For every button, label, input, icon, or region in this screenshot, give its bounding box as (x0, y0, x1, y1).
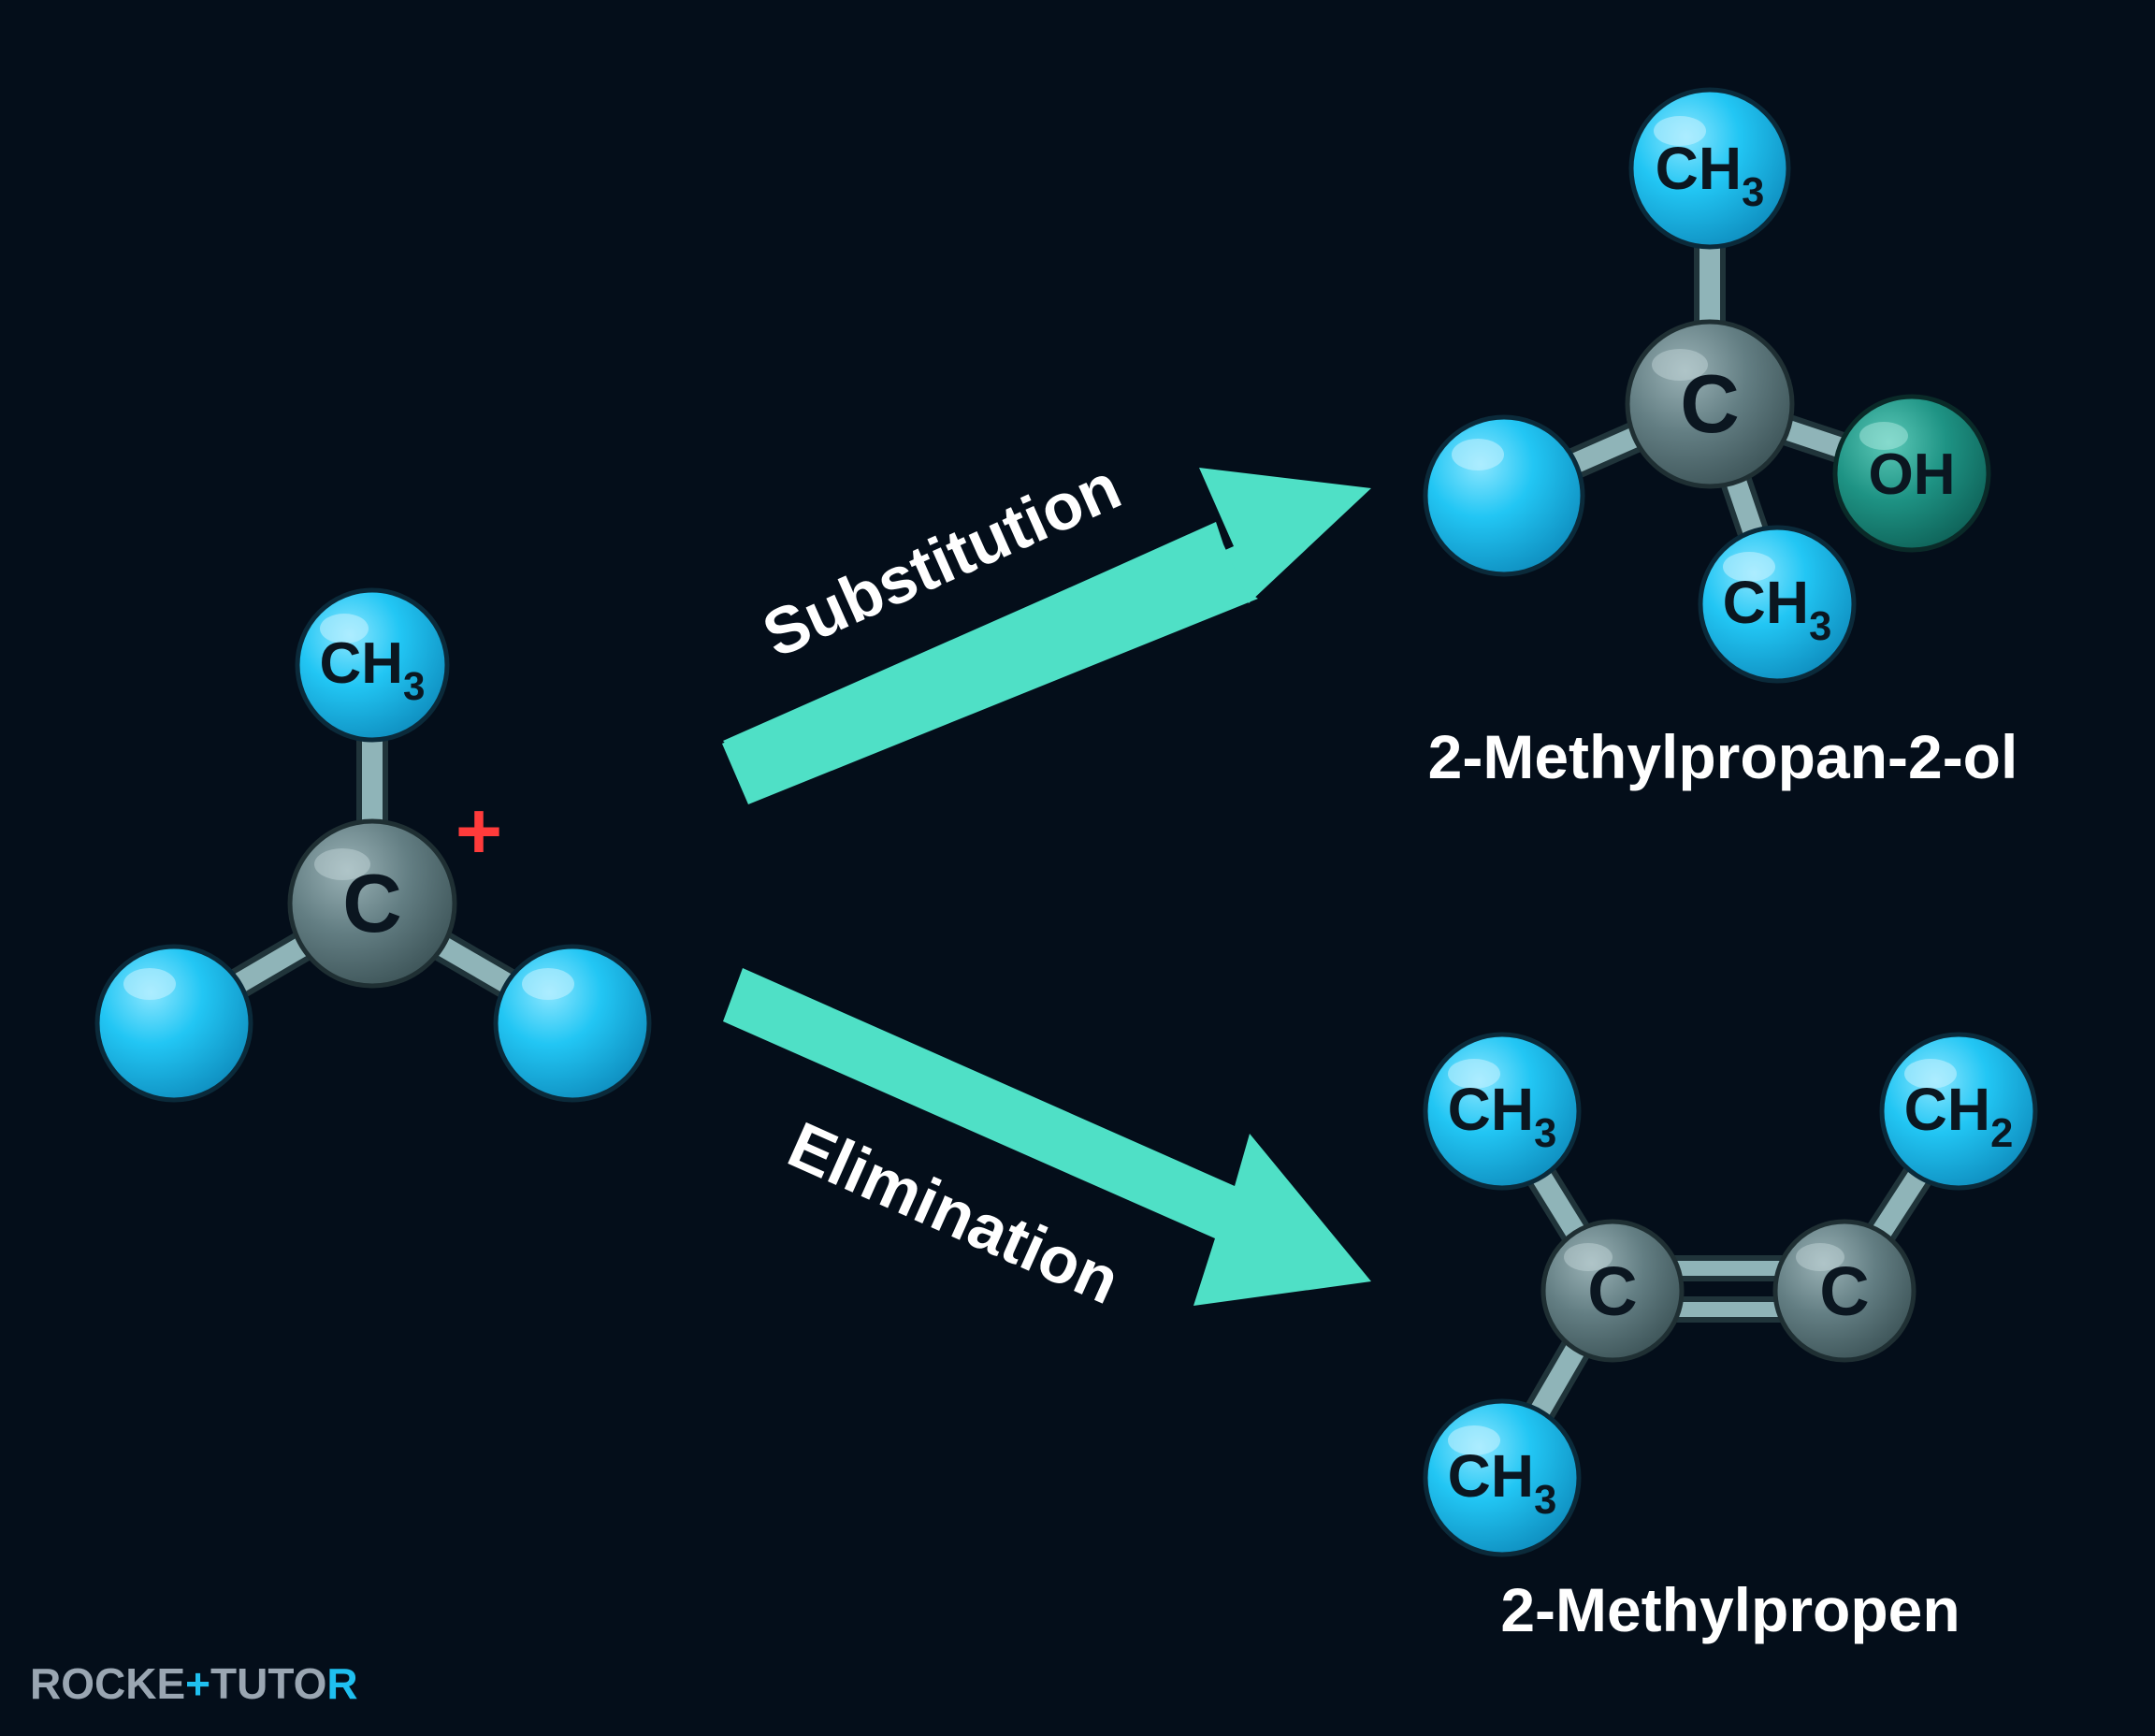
substitution-arrow (722, 468, 1371, 804)
methyl-label: CH (1448, 1076, 1534, 1143)
reactant-left-methyl (94, 944, 253, 1103)
svg-text:CH2: CH2 (1904, 1076, 2014, 1156)
elimination-arrow (723, 968, 1371, 1306)
methylene-label: CH (1904, 1076, 1990, 1143)
alkene-bottom-left-methyl: CH3 (1423, 1398, 1582, 1557)
rockettutor-logo: ROCKE+TUTOR (30, 1659, 358, 1708)
logo-text: ROCKE+TUTOR (30, 1659, 358, 1708)
carbon-label: C (1819, 1252, 1869, 1330)
alkene-top-left-methyl: CH3 (1423, 1032, 1582, 1191)
reactant-central-carbon: C (287, 818, 457, 989)
reactant-molecule: CH3 C + (94, 587, 652, 1103)
methylene-subscript: 2 (1990, 1111, 2013, 1156)
carbon-label: C (1587, 1252, 1637, 1330)
reactant-right-methyl (493, 944, 652, 1103)
alcohol-hydroxyl: OH (1832, 394, 1991, 553)
svg-text:CH3: CH3 (1448, 1442, 1557, 1523)
methyl-label: CH (1656, 135, 1742, 202)
alcohol-top-methyl: CH3 (1628, 87, 1791, 250)
carbon-label: C (1680, 357, 1740, 450)
svg-text:CH3: CH3 (1723, 569, 1832, 649)
methyl-label: CH (319, 631, 403, 696)
methyl-label: CH (1448, 1442, 1534, 1510)
alkene-top-right-methylene: CH2 (1879, 1032, 2038, 1191)
methyl-subscript: 3 (1809, 604, 1831, 649)
alkene-left-carbon: C (1540, 1219, 1685, 1363)
svg-text:CH3: CH3 (319, 631, 425, 708)
alkene-product-name: 2-Methylpropen (1500, 1575, 1960, 1644)
svg-text:CH3: CH3 (1656, 135, 1765, 215)
svg-text:CH3: CH3 (1448, 1076, 1557, 1156)
alkene-right-carbon: C (1772, 1219, 1916, 1363)
alcohol-product-name: 2-Methylpropan-2-ol (1428, 722, 2018, 791)
alkene-molecule: CH3 CH3 CH2 C C (1423, 1032, 2038, 1557)
positive-charge: + (456, 787, 502, 876)
methyl-label: CH (1723, 569, 1809, 636)
alcohol-bottom-methyl: CH3 (1698, 525, 1857, 684)
reactant-top-methyl: CH3 (295, 587, 450, 743)
methyl-subscript: 3 (1534, 1111, 1556, 1156)
alcohol-central-carbon: C (1625, 319, 1795, 489)
hydroxyl-label: OH (1869, 442, 1956, 507)
methyl-subscript: 3 (1742, 170, 1764, 215)
alcohol-left-methyl (1423, 414, 1585, 577)
alcohol-molecule: CH3 CH3 OH C (1423, 87, 1991, 684)
methyl-subscript: 3 (1534, 1478, 1556, 1523)
carbon-label: C (342, 857, 402, 949)
methyl-subscript: 3 (403, 664, 425, 708)
